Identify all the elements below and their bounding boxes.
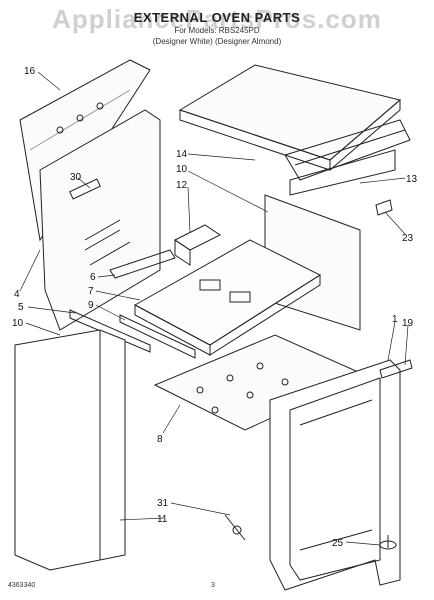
callout-label: 19 (402, 318, 414, 329)
callout-label: 13 (406, 174, 418, 185)
document-number: 4363340 (8, 582, 36, 589)
callout-label: 8 (157, 434, 163, 445)
screw-part (224, 514, 246, 541)
callout-label: 12 (176, 180, 188, 191)
hinge (379, 359, 413, 379)
callout-label: 31 (157, 498, 169, 509)
callout-label: 10 (12, 318, 24, 329)
page-title: EXTERNAL OVEN PARTS (133, 10, 301, 25)
callout-label: 25 (332, 538, 344, 549)
inner-panel (39, 109, 161, 331)
oven-tray (133, 239, 322, 356)
callout-label: 7 (88, 286, 94, 297)
callout-label: 30 (70, 172, 82, 183)
door-frame (269, 359, 401, 591)
model-subtitle: For Models: RBS245PD (174, 26, 260, 35)
callout-label: 5 (18, 302, 24, 313)
rail-9 (119, 314, 196, 359)
top-cover (178, 64, 402, 172)
callout-label: 11 (157, 514, 168, 525)
vent-trim (284, 119, 411, 196)
callout-label: 14 (176, 149, 188, 160)
box-top (174, 224, 221, 251)
rail-5 (69, 309, 151, 353)
callout-label: 9 (88, 300, 94, 311)
front-side-panel (14, 329, 126, 571)
callout-label: 16 (24, 66, 36, 77)
callout-label: 10 (176, 164, 188, 175)
callout-label: 4 (14, 289, 20, 300)
watermark: AppliancePartsPros.com (52, 4, 382, 34)
callout-label: 6 (90, 272, 96, 283)
page-number: 3 (211, 582, 215, 589)
bracket (375, 199, 393, 216)
callout-label: 23 (402, 233, 414, 244)
model-variants: (Designer White) (Designer Almond) (152, 37, 282, 46)
callout-label: 1 (392, 314, 398, 325)
